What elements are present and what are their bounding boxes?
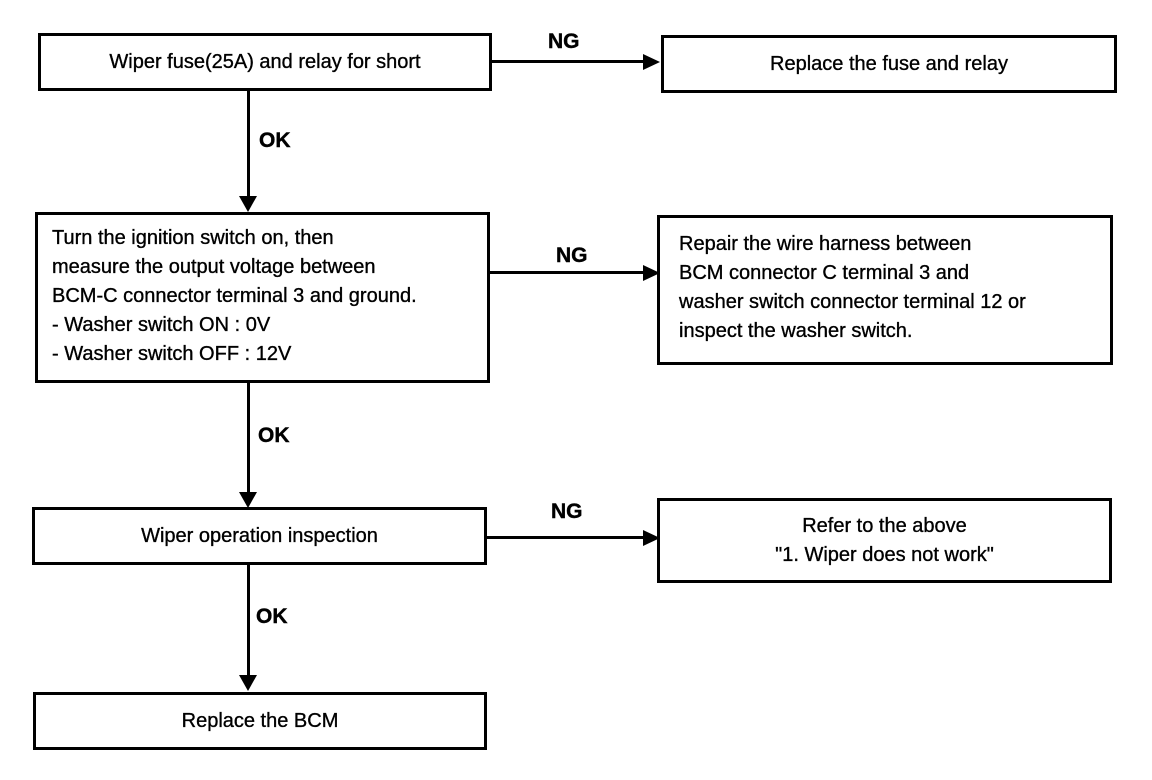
arrow-right-icon: [643, 530, 660, 546]
ng-edge-3-label: NG: [551, 500, 583, 523]
ng-edge-2-label: NG: [556, 244, 588, 267]
node-refer-to-wiper-does-not-work: Refer to the above "1. Wiper does not wo…: [657, 498, 1112, 583]
ok-edge-1-label: OK: [259, 129, 291, 152]
arrow-right-icon: [643, 265, 660, 281]
ok-edge-2-line: [247, 383, 250, 493]
ok-edge-2-label: OK: [258, 424, 290, 447]
node-check-output-voltage: Turn the ignition switch on, then measur…: [35, 212, 490, 383]
ng-edge-3-line: [487, 536, 644, 539]
node-replace-fuse-and-relay: Replace the fuse and relay: [661, 35, 1117, 93]
ng-edge-1-label: NG: [548, 30, 580, 53]
ng-edge-2-line: [490, 271, 644, 274]
node-repair-wire-harness: Repair the wire harness between BCM conn…: [657, 215, 1113, 365]
arrow-right-icon: [643, 54, 660, 70]
ok-edge-3-line: [247, 565, 250, 677]
arrow-down-icon: [239, 675, 257, 691]
node-check-fuse-and-relay: Wiper fuse(25A) and relay for short: [38, 33, 492, 91]
ok-edge-1-line: [247, 91, 250, 198]
arrow-down-icon: [239, 492, 257, 508]
arrow-down-icon: [239, 196, 257, 212]
node-wiper-operation-inspection: Wiper operation inspection: [32, 507, 487, 565]
ng-edge-1-line: [492, 60, 644, 63]
node-replace-bcm: Replace the BCM: [33, 692, 487, 750]
ok-edge-3-label: OK: [256, 605, 288, 628]
